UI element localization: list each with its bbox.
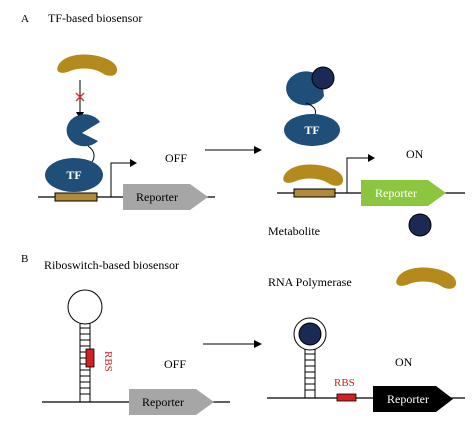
stem-basepairs-on [305,353,315,391]
tf-linker-off [87,145,95,163]
panel-a: A TF-based biosensor TF Reporter OFF TF [21,11,465,238]
metabolite-bound-a [311,66,335,90]
state-label-b-on: ON [395,355,413,369]
operator-a-off [54,192,98,202]
tf-binding-domain-open [66,114,100,147]
panel-a-letter: A [21,13,29,25]
operator-a-on [293,188,336,198]
tf-label-on: TF [304,123,319,137]
promoter-arrow-head-a-on [368,154,375,162]
reporter-gray-a [123,184,208,210]
state-label-a-off: OFF [165,151,187,165]
metabolite-legend-icon [408,213,432,237]
reporter-black-b [373,386,453,412]
rnap-shape-a-on [283,164,344,186]
panel-a-title: TF-based biosensor [48,11,142,25]
transition-arrow-head-a [254,146,262,154]
metabolite-bound-b [298,322,322,346]
rbs-label-on: RBS [334,377,355,389]
panel-b: B Riboswitch-based biosensor RNA Polymer… [21,253,465,415]
tf-protein-off [45,158,103,192]
reporter-label-a-on: Reporter [375,186,417,200]
state-label-b-off: OFF [164,357,186,371]
promoter-arrow-a-off [110,162,132,197]
rnap-legend-icon [396,267,457,289]
promoter-arrow-a-on [346,157,370,193]
promoter-arrow-head-a-off [130,159,137,167]
panel-b-title: Riboswitch-based biosensor [44,258,179,272]
reporter-label-b-off: Reporter [142,395,184,409]
rbs-label-off: RBS [102,351,114,372]
state-label-a-on: ON [406,147,424,161]
rbs-box-off [85,348,95,368]
transition-arrow-head-b [254,340,262,348]
panel-b-letter: B [21,253,28,265]
rbs-box-on [336,393,357,402]
rnap-shape-a-off [57,54,118,76]
rnap-legend-label: RNA Polymerase [268,275,352,289]
tf-protein-on [284,114,340,146]
reporter-label-b-on: Reporter [387,392,429,406]
reporter-gray-b [129,389,214,415]
blocked-x-icon [75,92,85,102]
reporter-label-a-off: Reporter [136,190,178,204]
reporter-green-a [361,180,446,206]
riboswitch-loop-off [67,289,103,325]
tf-label-off: TF [66,168,81,182]
metabolite-label: Metabolite [268,224,320,238]
